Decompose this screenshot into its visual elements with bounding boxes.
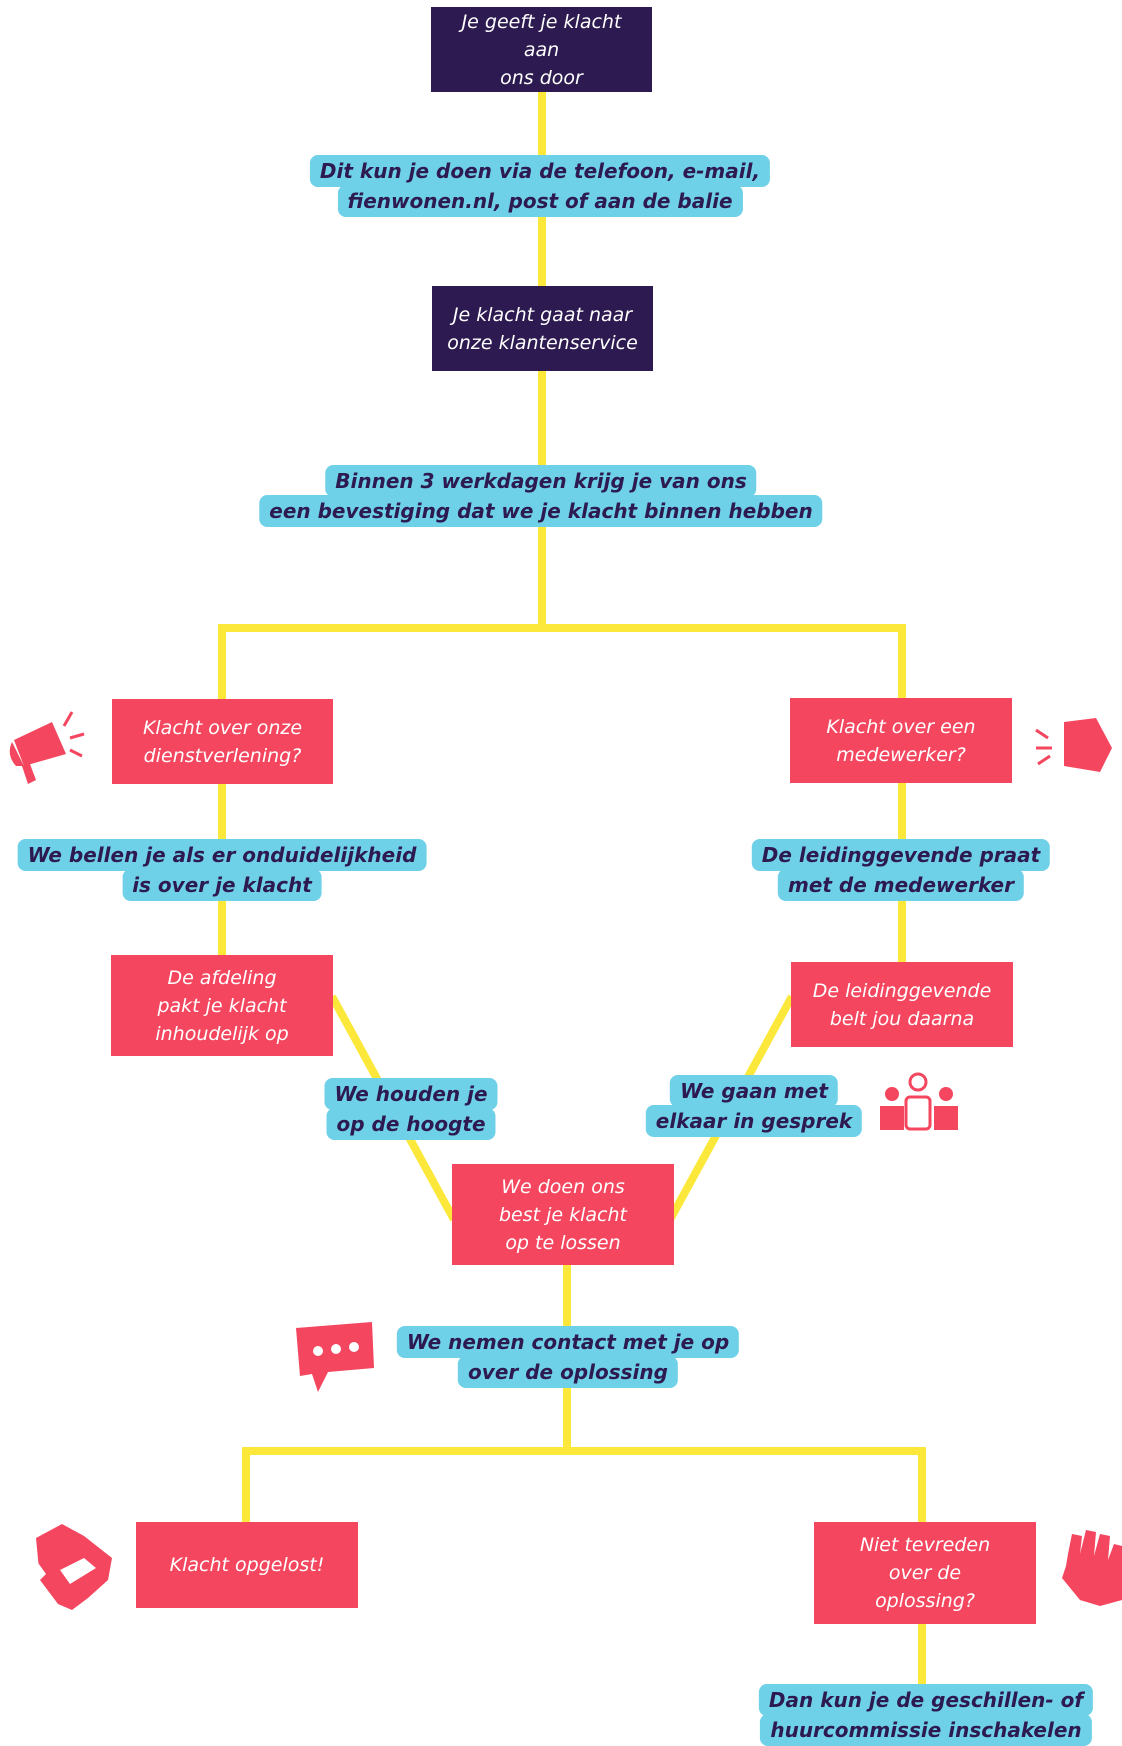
dienstverlening-box: Klacht over onze dienstverlening? (112, 699, 333, 784)
box-text: dienstverlening? (143, 744, 302, 767)
box-text: Je geeft je klacht aan (461, 10, 622, 61)
pill-line: We bellen je als er onduidelijkheid (17, 839, 427, 871)
box-text: op te lossen (505, 1231, 621, 1254)
afdeling-box: De afdeling pakt je klacht inhoudelijk op (111, 955, 333, 1056)
box-text: medewerker? (836, 743, 966, 766)
box-text: Niet tevreden (859, 1534, 991, 1556)
box-text: Klacht opgelost! (169, 1554, 325, 1576)
box-text: belt jou daarna (829, 1007, 975, 1030)
gesprek-pill: We gaan met elkaar in gesprek (645, 1075, 863, 1137)
box-text: oplossing? (875, 1590, 975, 1612)
step-start-box: Je geeft je klacht aan ons door (431, 7, 652, 92)
bellen-pill: We bellen je als er onduidelijkheid is o… (17, 839, 427, 901)
step-klantenservice-box: Je klacht gaat naar onze klantenservice (432, 286, 653, 371)
pill-line: fienwonen.nl, post of aan de balie (337, 185, 743, 217)
leidinggevende-praat-pill: De leidinggevende praat met de medewerke… (751, 839, 1051, 901)
pill-line: is over je klacht (122, 869, 322, 901)
contact-pill: We nemen contact met je op over de oplos… (396, 1326, 740, 1388)
box-text: Je klacht gaat naar (452, 303, 633, 326)
pill-line: elkaar in gesprek (645, 1105, 863, 1137)
speech-pentagon-icon (1035, 718, 1112, 772)
pill-line: over de oplossing (458, 1356, 678, 1388)
chat-bubble-icon (296, 1322, 374, 1392)
opgelost-box: Klacht opgelost! (136, 1522, 358, 1608)
pill-line: op de hoogte (326, 1108, 496, 1140)
box-text: ons door (500, 66, 583, 89)
leidinggevende-belt-box: De leidinggevende belt jou daarna (791, 962, 1013, 1047)
pill-line: met de medewerker (778, 869, 1024, 901)
medewerker-box: Klacht over een medewerker? (790, 698, 1012, 783)
pill-line: We nemen contact met je op (396, 1326, 740, 1358)
box-text: pakt je klacht (157, 994, 287, 1017)
pill-line: Dan kun je de geschillen- of (758, 1684, 1094, 1716)
box-text: De leidinggevende (812, 979, 992, 1002)
pill-line: De leidinggevende praat (751, 839, 1051, 871)
pill-line: We houden je (324, 1078, 498, 1110)
megaphone-icon (9, 711, 85, 784)
hoogte-pill: We houden je op de hoogte (324, 1078, 498, 1140)
pill-line: We gaan met (670, 1075, 838, 1107)
kanalen-pill: Dit kun je doen via de telefoon, e-mail,… (309, 155, 771, 217)
commissie-pill: Dan kun je de geschillen- of huurcommiss… (758, 1684, 1094, 1746)
box-text: Klacht over een (826, 715, 976, 738)
box-text: best je klacht (498, 1203, 627, 1226)
box-text: inhoudelijk op (155, 1022, 289, 1045)
box-text: We doen ons (501, 1175, 625, 1198)
oplossen-box: We doen ons best je klacht op te lossen (452, 1164, 674, 1265)
box-text: over de (888, 1562, 962, 1584)
raised-hand-icon (1062, 1530, 1122, 1606)
pill-line: een bevestiging dat we je klacht binnen … (259, 495, 823, 527)
box-text: onze klantenservice (447, 331, 638, 354)
handshake-icon (36, 1524, 112, 1610)
bevestiging-pill: Binnen 3 werkdagen krijg je van ons een … (259, 465, 823, 527)
box-text: De afdeling (167, 966, 277, 989)
pill-line: huurcommissie inschakelen (760, 1714, 1092, 1746)
pill-line: Binnen 3 werkdagen krijg je van ons (325, 465, 757, 497)
people-group-icon (880, 1072, 958, 1131)
niet-tevreden-box: Niet tevreden over de oplossing? (814, 1522, 1036, 1624)
box-text: Klacht over onze (142, 716, 303, 739)
pill-line: Dit kun je doen via de telefoon, e-mail, (309, 155, 771, 187)
